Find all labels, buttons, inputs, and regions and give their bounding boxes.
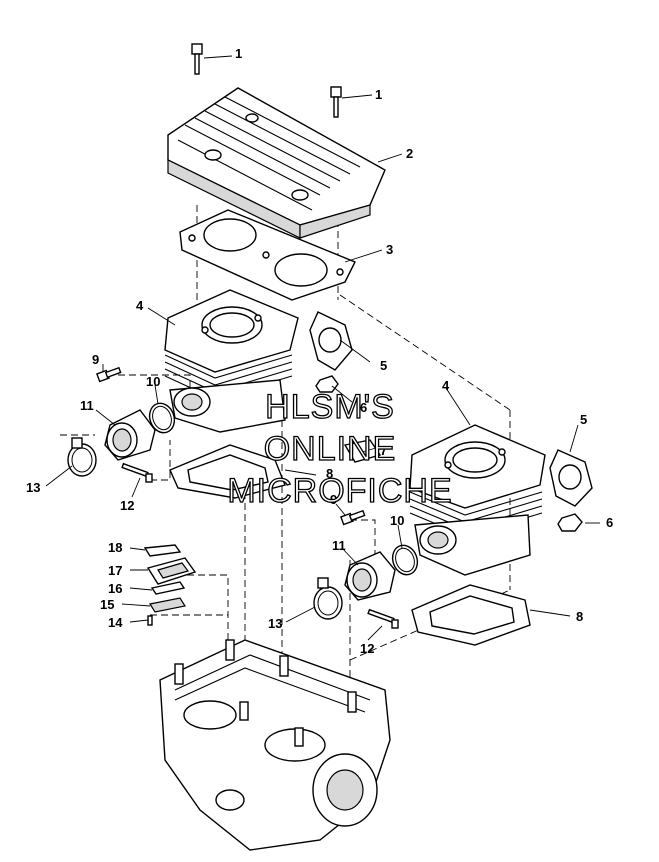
callout-5b: 5: [580, 412, 587, 427]
cylinder-right: [409, 424, 546, 576]
clamp-13-right: [313, 577, 343, 620]
callout-6b: 6: [606, 515, 613, 530]
reed-stop-18: [143, 544, 182, 557]
callout-8b: 8: [576, 609, 583, 624]
reed-block-17: [146, 557, 197, 585]
callout-18: 18: [108, 540, 122, 555]
callout-13a: 13: [26, 480, 40, 495]
callout-11b: 11: [332, 538, 346, 553]
reed-15: [149, 597, 186, 613]
clamp-13-left: [67, 437, 97, 477]
callout-11a: 11: [80, 398, 94, 413]
callout-12b: 12: [360, 641, 374, 656]
callout-14: 14: [108, 615, 123, 630]
o-ring-10-right: [391, 544, 419, 576]
bolt-12-right: [367, 608, 399, 629]
callout-1b: 1: [375, 87, 382, 102]
bolt-12-left: [121, 462, 153, 483]
callout-7: 7: [380, 443, 387, 458]
bolt-9-right: [340, 509, 366, 526]
cylinder-left: [164, 289, 299, 433]
callout-3: 3: [386, 242, 393, 257]
head-bolt-right: [330, 86, 342, 118]
callout-5a: 5: [380, 358, 387, 373]
callout-1a: 1: [235, 46, 242, 61]
callout-10b: 10: [390, 513, 404, 528]
cylinder-head: [167, 87, 386, 239]
reed-16: [150, 581, 186, 595]
base-gasket-left: [169, 444, 286, 499]
watermark-line-1: HLSM'S: [265, 388, 395, 426]
leader-lines: [45, 55, 600, 641]
callout-16: 16: [108, 581, 122, 596]
bolt-9-left: [96, 366, 122, 383]
watermark-line-3: MICROFICHE: [227, 472, 452, 510]
callout-2: 2: [406, 146, 413, 161]
callout-labels: 1 1 2 3 4 5 6 7 8 9 10 11 12 13 4 5 6 8 …: [26, 46, 613, 656]
callout-12a: 12: [120, 498, 134, 513]
watermark: HLSM'S ONLINE MICROFICHE: [227, 387, 453, 510]
base-gasket-right: [411, 584, 531, 646]
nut-left: [315, 375, 339, 393]
watermark-line-2: ONLINE: [264, 430, 397, 468]
o-ring-10-left: [148, 402, 176, 434]
callout-13b: 13: [268, 616, 282, 631]
head-bolt-left: [191, 43, 203, 75]
exhaust-gasket-right: [549, 449, 593, 507]
screw-14: [147, 615, 153, 626]
callout-4b: 4: [442, 378, 450, 393]
callout-8a: 8: [326, 466, 333, 481]
head-gasket: [179, 209, 356, 301]
callout-9a: 9: [92, 352, 99, 367]
callout-6a: 6: [360, 400, 367, 415]
callout-15: 15: [100, 597, 114, 612]
intake-adaptor-11-left: [104, 409, 156, 461]
exhaust-gasket-left: [309, 311, 353, 371]
callout-10a: 10: [146, 374, 160, 389]
callout-9b: 9: [330, 492, 337, 507]
spacer-7: [343, 439, 382, 463]
callout-17: 17: [108, 563, 122, 578]
crankcase: [159, 639, 391, 851]
callout-4a: 4: [136, 298, 144, 313]
nut-right: [557, 513, 583, 532]
